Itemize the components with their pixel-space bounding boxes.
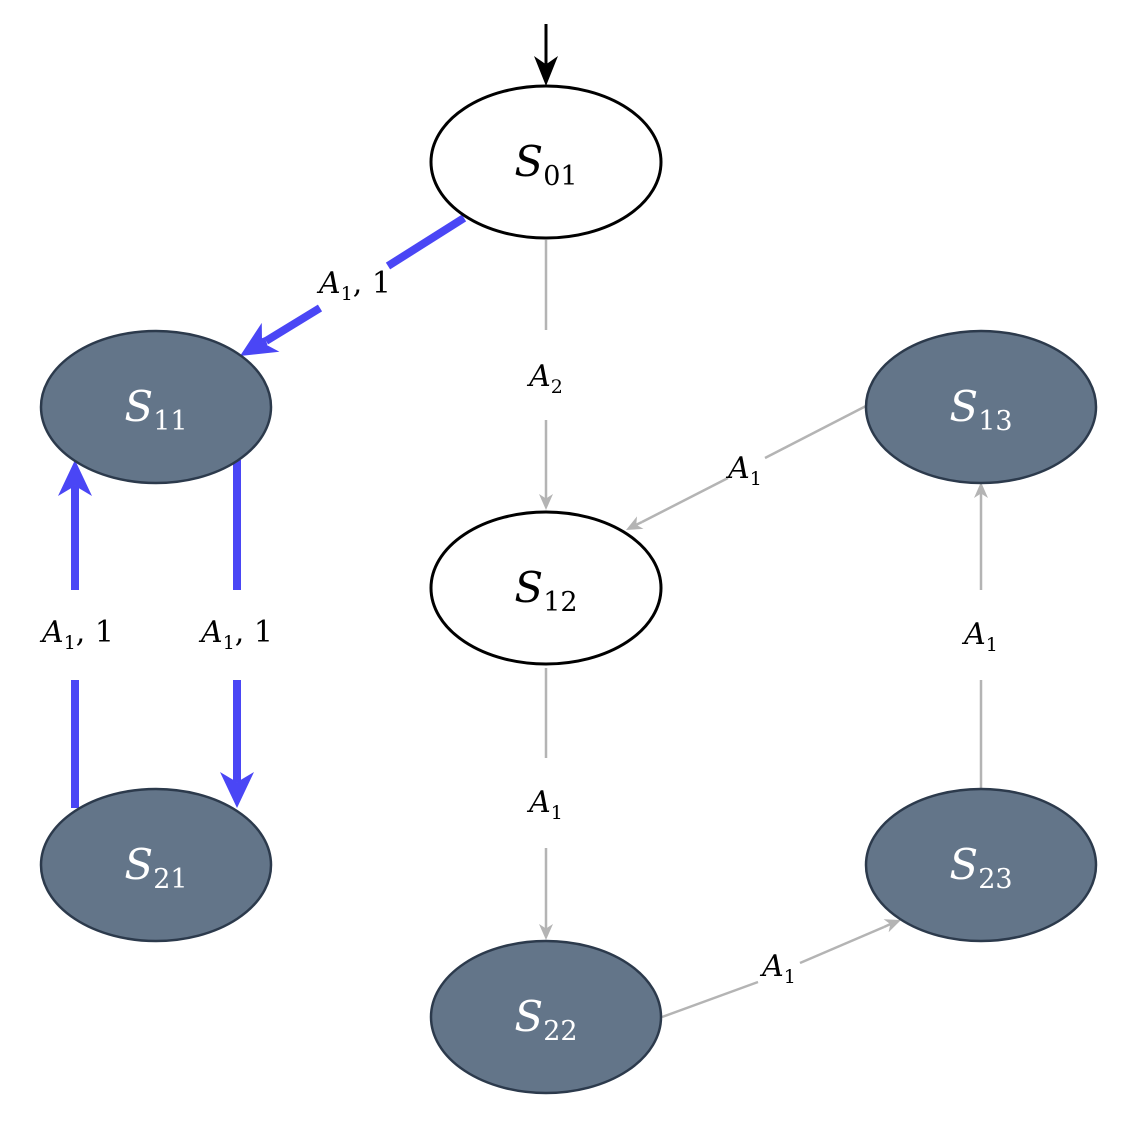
edge-label-sub: 1: [64, 632, 76, 654]
state-node-label: S01: [514, 137, 577, 192]
edge-segment: [635, 520, 643, 526]
state-node-label: S12: [514, 563, 577, 618]
state-label-base: S: [124, 840, 153, 889]
edge-label-sub: 1: [986, 634, 998, 656]
edge-label-suffix: , 1: [76, 615, 114, 650]
edge-label-sub: 1: [341, 283, 353, 305]
state-node-S01[interactable]: S01: [429, 84, 663, 240]
state-label-base: S: [514, 137, 543, 186]
edge-S01-S11: [240, 214, 467, 356]
state-node-label: S13: [949, 382, 1012, 437]
edge-S23-S13: [974, 482, 988, 788]
state-label-sub: 21: [153, 864, 187, 895]
state-node-shape: [429, 84, 663, 240]
state-node-S12[interactable]: S12: [429, 510, 663, 666]
state-label-sub: 23: [978, 864, 1012, 895]
state-label-base: S: [949, 840, 978, 889]
state-node-label: S21: [124, 840, 187, 895]
edge-S12-S22: [539, 668, 553, 940]
edge-label-base: A: [39, 615, 64, 650]
state-node-shape: [429, 939, 663, 1095]
edge-label-S11-S21: A1, 1: [198, 615, 273, 654]
edge-label-base: A: [759, 949, 784, 984]
edge-segment: [385, 214, 467, 270]
edge-segment: [661, 980, 759, 1019]
arrow-head-icon: [539, 924, 553, 940]
edges-layer: [58, 24, 988, 1019]
edge-segment: [883, 923, 891, 929]
state-node-S21[interactable]: S21: [39, 787, 273, 943]
edge-label-S22-S23: A1: [759, 949, 796, 988]
edge-label-suffix: , 1: [235, 615, 273, 650]
state-node-shape: [39, 787, 273, 943]
state-node-S13[interactable]: S13: [864, 329, 1098, 485]
edge-label-base: A: [526, 359, 551, 394]
edge-label-sub: 1: [750, 468, 762, 490]
state-node-label: S23: [949, 840, 1012, 895]
edge-label-suffix: , 1: [353, 266, 391, 301]
edge-label-S13-S12: A1: [725, 451, 762, 490]
edge-start-S01: [534, 24, 558, 86]
state-node-S22[interactable]: S22: [429, 939, 663, 1095]
arrow-head-icon: [974, 482, 988, 498]
state-label-sub: 12: [543, 587, 577, 618]
edge-segment: [799, 925, 885, 965]
edge-label-base: A: [526, 785, 551, 820]
state-label-base: S: [949, 382, 978, 431]
edge-segment: [260, 337, 268, 347]
edge-label-S01-S11: A1, 1: [316, 266, 391, 305]
arrow-head-icon: [240, 322, 280, 356]
edge-S22-S23: [661, 919, 901, 1019]
state-node-shape: [429, 510, 663, 666]
arrow-head-icon: [883, 919, 901, 933]
state-node-label: S11: [124, 382, 187, 437]
edge-label-S01-S12: A2: [526, 359, 563, 398]
edge-segment: [263, 304, 323, 345]
edge-label-S21-S11: A1, 1: [39, 615, 114, 654]
state-label-sub: 22: [543, 1016, 577, 1047]
state-label-sub: 01: [543, 161, 577, 192]
edge-S11-S21: [220, 460, 254, 808]
edge-label-base: A: [316, 266, 341, 301]
arrow-head-icon: [58, 460, 92, 496]
edge-label-sub: 1: [784, 966, 796, 988]
state-node-S23[interactable]: S23: [864, 787, 1098, 943]
edge-label-S12-S22: A1: [526, 785, 563, 824]
state-label-sub: 13: [978, 406, 1012, 437]
edge-segment: [764, 404, 867, 460]
arrow-head-icon: [626, 516, 644, 530]
edge-segment: [641, 476, 729, 524]
edge-label-base: A: [725, 451, 750, 486]
arrow-head-icon: [220, 772, 254, 808]
state-label-base: S: [514, 563, 543, 612]
edge-label-sub: 1: [223, 632, 235, 654]
state-node-S11[interactable]: S11: [39, 329, 273, 485]
state-node-shape: [864, 329, 1098, 485]
edge-S21-S11: [58, 460, 92, 808]
edge-label-base: A: [961, 617, 986, 652]
edge-label-sub: 1: [551, 802, 563, 824]
state-label-base: S: [124, 382, 153, 431]
state-label-base: S: [514, 992, 543, 1041]
edge-S01-S12: [539, 240, 553, 510]
state-node-label: S22: [514, 992, 577, 1047]
edge-label-base: A: [198, 615, 223, 650]
state-node-shape: [864, 787, 1098, 943]
edge-S13-S12: [626, 404, 867, 530]
arrow-head-icon: [539, 494, 553, 510]
edge-label-S23-S13: A1: [961, 617, 998, 656]
arrow-head-icon: [534, 56, 558, 86]
edge-label-sub: 2: [551, 376, 563, 398]
state-label-sub: 11: [153, 406, 187, 437]
state-node-shape: [39, 329, 273, 485]
